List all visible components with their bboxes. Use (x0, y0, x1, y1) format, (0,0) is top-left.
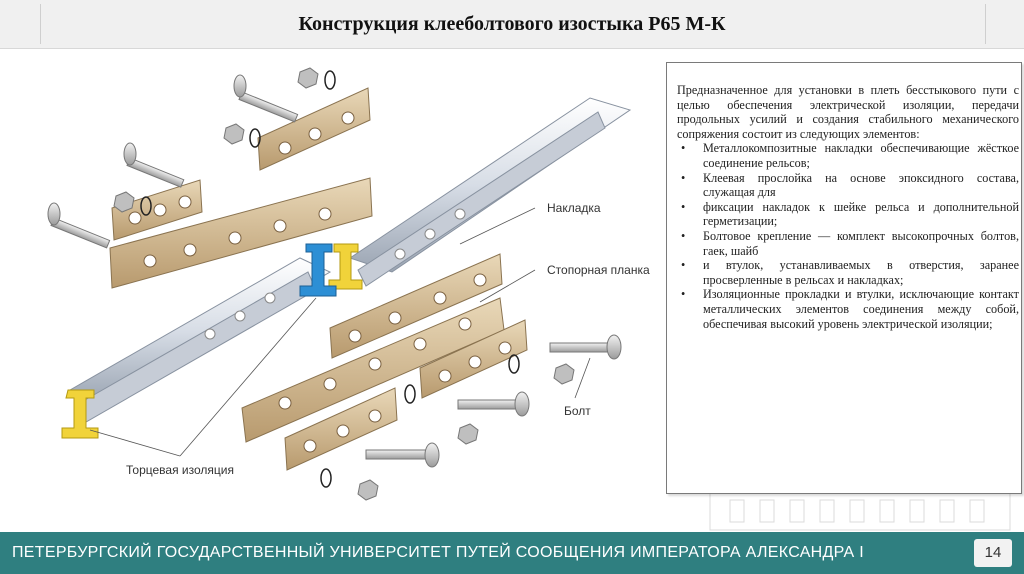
list-item: Изоляционные прокладки и втулки, исключа… (673, 287, 1019, 331)
list-item: фиксации накладок к шейке рельса и допол… (673, 200, 1019, 229)
bolt-icon (123, 142, 185, 188)
bolt-icon (233, 74, 299, 123)
joint-diagram: Накладка Стопорная планка Болт Торцевая … (47, 67, 650, 501)
label-end-insulation: Торцевая изоляция (126, 463, 234, 477)
rail-end-profile-yellow (61, 389, 99, 439)
lower-plate-mid (329, 253, 503, 359)
nut-icon (297, 67, 319, 89)
bolt-icon (549, 334, 622, 360)
page-number: 14 (974, 539, 1012, 567)
bolt-icon (47, 202, 111, 249)
nut-icon (113, 191, 135, 213)
end-insulation-leader-line (89, 429, 181, 457)
nut-icon (457, 423, 479, 445)
label-plate: Накладка (547, 201, 601, 215)
bolt-leader-line (574, 357, 591, 399)
end-insulation-profile (299, 243, 337, 297)
upper-plate-left (109, 177, 373, 289)
washer-icon (140, 196, 152, 216)
washer-icon (249, 128, 261, 148)
university-name: ПЕТЕРБУРГСКИЙ ГОСУДАРСТВЕННЫЙ УНИВЕРСИТЕ… (12, 544, 865, 561)
description-intro: Предназначенное для установки в плеть бе… (677, 83, 1019, 141)
description-panel: Предназначенное для установки в плеть бе… (666, 62, 1022, 494)
bolt-icon (457, 391, 530, 417)
nut-icon (223, 123, 245, 145)
washer-icon (508, 354, 520, 374)
washer-icon (320, 468, 332, 488)
lower-plate-long (241, 297, 505, 443)
list-item: Болтовое крепление — комплект высокопроч… (673, 229, 1019, 258)
bolt-icon (365, 442, 440, 468)
list-item: Клеевая прослойка на основе эпоксидного … (673, 171, 1019, 200)
rail-end-profile-yellow-2 (328, 243, 363, 290)
lower-plate-short (284, 387, 398, 471)
washer-icon (404, 384, 416, 404)
rail-right (348, 97, 632, 287)
list-item: Металлокомпозитные накладки обеспечивающ… (673, 141, 1019, 170)
plate-leader-line (459, 207, 536, 245)
stop-plate-leader-line (479, 269, 536, 303)
label-bolt: Болт (564, 404, 591, 418)
label-stop-plate: Стопорная планка (547, 263, 650, 277)
title-frame (40, 4, 986, 44)
stop-plate (419, 319, 528, 399)
upper-plate-back (257, 87, 371, 171)
end-insulation-leader-line (179, 297, 317, 457)
list-item: и втулок, устанавливаемых в отверстия, з… (673, 258, 1019, 287)
slide-title: Конструкция клееболтового изостыка Р65 М… (298, 12, 726, 35)
upper-plate-short (111, 179, 203, 241)
washer-icon (324, 70, 336, 90)
nut-icon (357, 479, 379, 501)
title-bar: Конструкция клееболтового изостыка Р65 М… (0, 0, 1024, 49)
nut-icon (553, 363, 575, 385)
joint-illustration: Накладка Стопорная планка Болт Торцевая … (30, 58, 690, 528)
footer-bar: ПЕТЕРБУРГСКИЙ ГОСУДАРСТВЕННЫЙ УНИВЕРСИТЕ… (0, 532, 1024, 574)
element-list: Металлокомпозитные накладки обеспечивающ… (673, 141, 1019, 331)
